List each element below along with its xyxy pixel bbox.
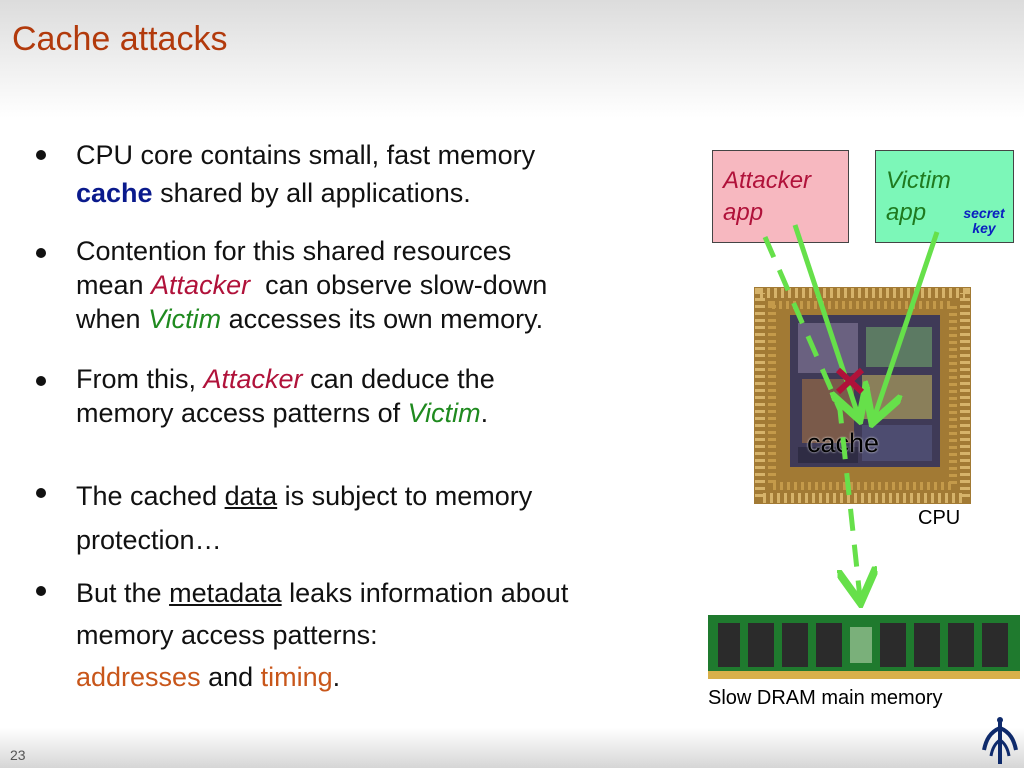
cache-label: cache (807, 428, 880, 458)
keyword-timing: timing (260, 662, 333, 692)
bullet-text: can observe slow-down (250, 270, 548, 300)
bullet-text: But the (76, 578, 170, 608)
bullet-dot-icon (36, 234, 46, 265)
keyword-attacker: Attacker (151, 270, 251, 300)
bullet-dot-icon (36, 572, 46, 603)
bullet-text: when (76, 304, 149, 334)
keyword-cache: cache (76, 178, 153, 208)
footer-band (0, 728, 1024, 768)
bullet-text: is subject to memory (277, 481, 533, 511)
attacker-app-box: Attacker app (712, 150, 849, 243)
bullet-text: protection… (76, 525, 222, 555)
slide-title: Cache attacks (12, 20, 228, 58)
bullet-text: leaks information about (281, 578, 569, 608)
victim-app-label: app (886, 199, 927, 226)
attacker-label: Attacker (723, 167, 812, 194)
victim-label: Victim (886, 167, 951, 194)
bullet-text: From this, (76, 364, 204, 394)
key-text: key (972, 220, 996, 236)
bullet-text: CPU core contains small, fast memory (76, 140, 536, 170)
secret-key-label: secret key (954, 206, 1014, 236)
cpu-label: CPU (918, 507, 961, 529)
bullet-dot-icon (36, 136, 46, 167)
bullet-text: The cached (76, 481, 225, 511)
bullet-text: . (332, 662, 341, 692)
keyword-addresses: addresses (76, 662, 201, 692)
dram-module-image (708, 615, 1020, 679)
bullet-dot-icon (36, 362, 46, 393)
keyword-victim: Victim (407, 398, 481, 428)
bullet-dot-icon (36, 474, 46, 505)
keyword-attacker: Attacker (203, 364, 303, 394)
victim-app-box: Victim app (875, 150, 1014, 243)
bullet-text: . (480, 398, 489, 428)
keyword-data: data (224, 481, 278, 511)
bullet-text: mean (76, 270, 152, 300)
bullet-text: Contention for this shared resources (76, 236, 512, 266)
secret-text: secret (963, 205, 1005, 221)
university-logo-icon (982, 717, 1018, 764)
bullet-text: shared by all applications. (152, 178, 471, 208)
slide-number: 23 (10, 747, 26, 763)
bullet-text: can deduce the (302, 364, 495, 394)
bullet-text: memory access patterns: (76, 620, 378, 650)
attacker-app-label: app (723, 199, 764, 226)
keyword-metadata: metadata (169, 578, 282, 608)
bullet-text: memory access patterns of (76, 398, 408, 428)
cpu-chip-image (754, 287, 971, 504)
bullet-text: accesses its own memory. (221, 304, 544, 334)
header-band (0, 0, 1024, 118)
bullet-text: and (200, 662, 261, 692)
dram-label: Slow DRAM main memory (708, 687, 943, 709)
keyword-victim: Victim (148, 304, 222, 334)
